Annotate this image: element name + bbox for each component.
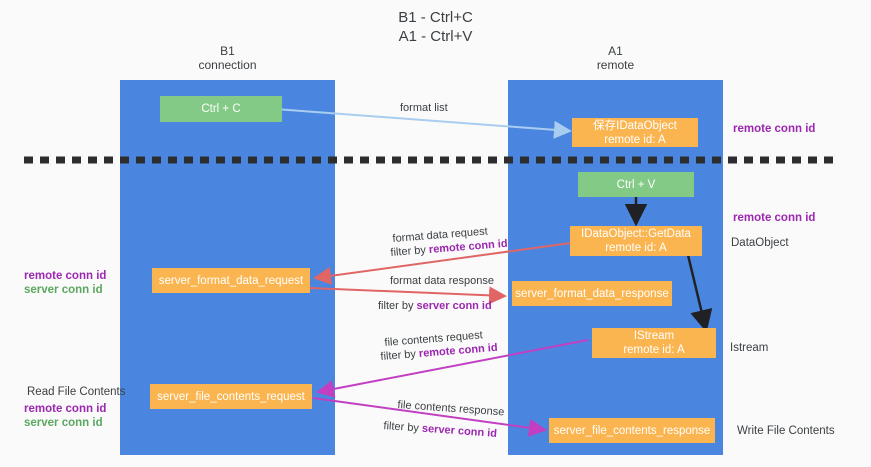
box-idataobject-getdata[interactable]: IDataObject::GetData remote id: A xyxy=(570,226,702,256)
edge-label-format-data-response: format data response xyxy=(390,275,494,287)
edge-label-file-contents-response: file contents response xyxy=(397,398,505,419)
edge-label-file-contents-response-filter: filter by server conn id xyxy=(383,419,497,441)
filter-key: server conn id xyxy=(421,422,498,440)
edge-label-format-data-response-filter: filter by server conn id xyxy=(378,299,492,313)
arrow-format-data-response xyxy=(309,286,507,305)
edge-label-format-list: format list xyxy=(400,102,448,114)
box-save-idataobject[interactable]: 保存IDataObject remote id: A xyxy=(572,118,698,147)
annotation-left-server-conn-id-2: server conn id xyxy=(24,417,103,429)
filter-prefix: filter by xyxy=(383,419,423,435)
filter-prefix: filter by xyxy=(380,347,420,363)
annotation-write-file-contents: Write File Contents xyxy=(737,425,835,437)
annotation-remote-conn-id-mid: remote conn id xyxy=(733,212,816,224)
column-header-b1: B1 connection xyxy=(198,44,257,72)
annotation-left-remote-conn-id-2: remote conn id xyxy=(24,403,107,415)
box-server-file-contents-request[interactable]: server_file_contents_request xyxy=(150,384,312,409)
annotation-read-file-contents: Read File Contents xyxy=(27,386,126,398)
box-ctrl-v[interactable]: Ctrl + V xyxy=(578,172,694,197)
box-ctrl-c[interactable]: Ctrl + C xyxy=(160,96,282,122)
box-server-format-data-response[interactable]: server_format_data_response xyxy=(512,281,672,306)
column-header-a1: A1 remote xyxy=(596,44,635,72)
annotation-left-server-conn-id-1: server conn id xyxy=(24,284,103,296)
box-server-format-data-request[interactable]: server_format_data_request xyxy=(152,268,310,293)
box-server-file-contents-response[interactable]: server_file_contents_response xyxy=(549,418,715,443)
annotation-dataobject: DataObject xyxy=(731,237,789,249)
diagram-title: B1 - Ctrl+C A1 - Ctrl+V xyxy=(398,9,473,45)
filter-prefix: filter by xyxy=(378,300,417,312)
filter-key: server conn id xyxy=(416,300,492,312)
filter-prefix: filter by xyxy=(390,243,430,259)
annotation-remote-conn-id-top: remote conn id xyxy=(733,123,816,135)
annotation-left-remote-conn-id-1: remote conn id xyxy=(24,270,107,282)
annotation-istream: Istream xyxy=(730,342,769,354)
box-istream[interactable]: IStream remote id: A xyxy=(592,328,716,358)
